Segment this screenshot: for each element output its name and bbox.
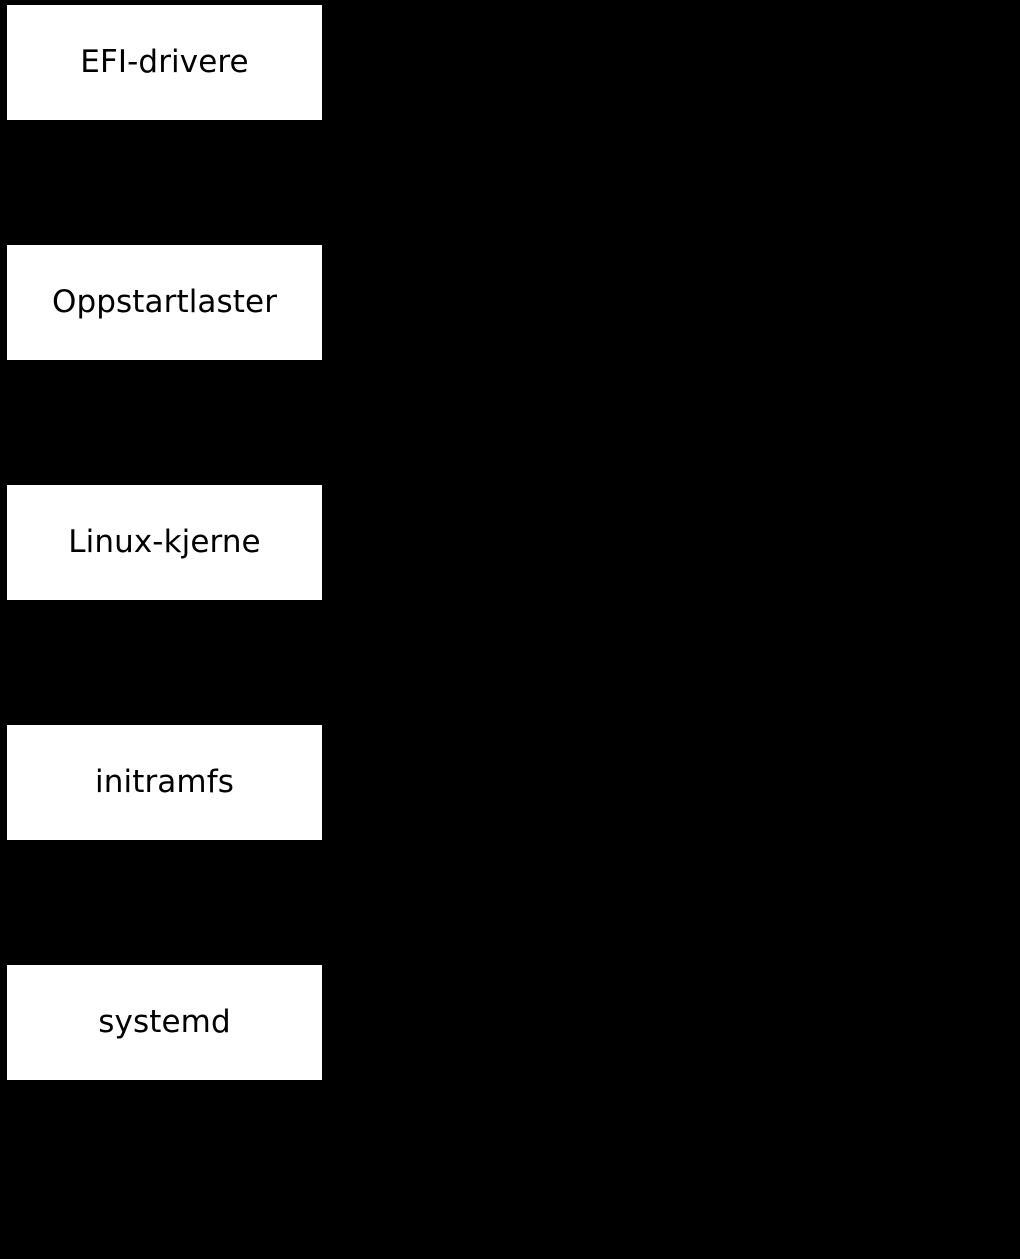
stage-label: EFI-drivere [80, 44, 249, 80]
stage-box-linux-kjerne[interactable]: Linux-kjerne [7, 485, 322, 600]
stage-box-systemd[interactable]: systemd [7, 965, 322, 1080]
stage-label: Oppstartlaster [51, 284, 278, 320]
stage-box-efi-drivere[interactable]: EFI-drivere [7, 5, 322, 120]
stage-label: initramfs [95, 764, 234, 800]
stage-label: Linux-kjerne [68, 524, 261, 560]
stage-box-oppstartlaster[interactable]: Oppstartlaster [7, 245, 322, 360]
stage-box-initramfs[interactable]: initramfs [7, 725, 322, 840]
stage-label: systemd [98, 1004, 231, 1040]
